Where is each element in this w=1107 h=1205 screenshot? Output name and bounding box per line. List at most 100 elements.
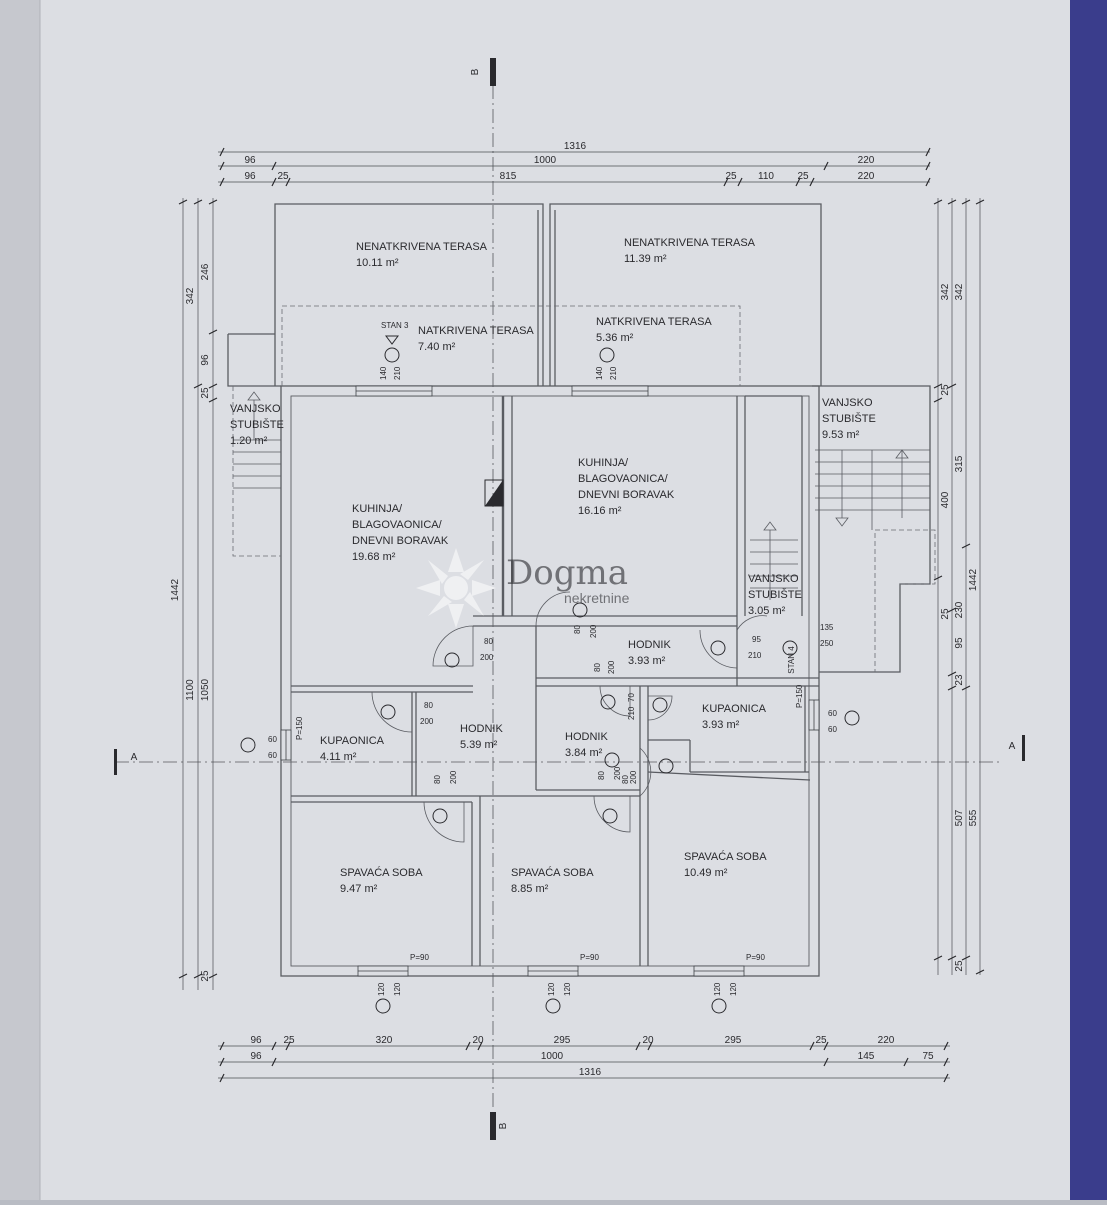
opening-h-10: 200	[420, 717, 434, 726]
opening-h-3: 200	[480, 653, 494, 662]
room-name-living-left-3: DNEVNI BORAVAK	[352, 535, 449, 547]
room-name-living-left-1: KUHINJA/	[352, 503, 403, 515]
apartment-tag-stan4: STAN 4	[787, 646, 796, 674]
opening-w-3: 80	[484, 637, 493, 646]
section-mark-b-bottom: B	[498, 1122, 509, 1129]
opening-h-15: 200	[613, 766, 622, 780]
opening-w-16: 80	[621, 775, 630, 784]
opening-w-11: 70	[627, 693, 636, 702]
dim-right-c2: 230	[954, 601, 965, 618]
opening-w-14: 80	[433, 775, 442, 784]
stan3-marker	[385, 335, 399, 345]
room-name-living-right-2: BLAGOVAONICA/	[578, 473, 669, 485]
stairs	[233, 391, 930, 600]
room-area-stair-left: 1.20 m²	[230, 435, 268, 447]
opening-w-20: 120	[377, 982, 386, 996]
room-name-terrace-open-left: NENATKRIVENA TERASA	[356, 241, 488, 253]
dim-left-a2: 96	[200, 354, 211, 366]
room-area-living-right: 16.16 m²	[578, 505, 622, 517]
opening-h-14: 200	[449, 770, 458, 784]
dim-right-e2: 555	[968, 809, 979, 826]
opening-h-7: 250	[820, 639, 834, 648]
dim-left-c1: 1442	[170, 578, 181, 601]
dim-bot-b2: 1000	[541, 1051, 564, 1062]
section-lines	[115, 85, 1000, 1110]
opening-w-21: 120	[547, 982, 556, 996]
dim-top-c7: 220	[858, 171, 875, 182]
opening-p-12: P=150	[795, 684, 804, 708]
dim-top-c3: 815	[500, 171, 517, 182]
dim-bot-a1: 96	[250, 1035, 262, 1046]
apartment-tag-stan3: STAN 3	[381, 321, 409, 330]
room-name-living-right-1: KUHINJA/	[578, 457, 629, 469]
opening-p-18: P=90	[580, 953, 599, 962]
opening-p-19: P=90	[746, 953, 765, 962]
opening-w-5: 80	[593, 663, 602, 672]
room-name-stair-inner-1: VANJSKO	[748, 573, 799, 585]
room-area-hall-center: 5.39 m²	[460, 739, 498, 751]
dim-top-c5: 110	[758, 171, 774, 182]
room-area-bath-right: 3.93 m²	[702, 719, 740, 731]
dim-top-b3: 220	[858, 155, 875, 166]
room-area-bedroom-right: 10.49 m²	[684, 867, 728, 879]
dimension-ticks	[178, 147, 985, 1083]
room-name-terrace-covered-right: NATKRIVENA TERASA	[596, 316, 712, 328]
watermark-brand: Dogma	[506, 553, 628, 593]
room-name-terrace-covered-left: NATKRIVENA TERASA	[418, 325, 534, 337]
opening-w-4: 80	[573, 625, 582, 634]
dim-bot-total: 1316	[579, 1067, 602, 1078]
opening-h-22: 120	[729, 982, 738, 996]
room-name-bedroom-left: SPAVAĆA SOBA	[340, 866, 423, 879]
room-name-hall-right: HODNIK	[565, 731, 608, 743]
dim-left-d3: 25	[200, 970, 211, 982]
dim-right-d1: 1442	[968, 568, 979, 591]
opening-h-6: 210	[748, 651, 762, 660]
room-name-stair-left-2: STUBIŠTE	[230, 418, 284, 431]
dim-left-a1: 246	[200, 263, 211, 280]
opening-w-10: 80	[424, 701, 433, 710]
dim-left-b1: 342	[185, 287, 196, 304]
opening-h-5: 200	[607, 660, 616, 674]
opening-h-8: 60	[268, 751, 277, 760]
room-area-stair-inner: 3.05 m²	[748, 605, 786, 617]
section-mark-a-right: A	[1009, 741, 1016, 752]
section-mark-a-left: A	[131, 752, 138, 763]
room-area-bedroom-center: 8.85 m²	[511, 883, 549, 895]
room-area-bath-left: 4.11 m²	[320, 751, 357, 763]
room-area-terrace-covered-left: 7.40 m²	[418, 341, 456, 353]
dim-bot-a9: 220	[878, 1035, 895, 1046]
section-mark-b-top: B	[470, 68, 481, 75]
dim-top-c2: 25	[277, 171, 289, 182]
dim-bot-a8: 25	[815, 1035, 827, 1046]
dim-right-a2: 342	[954, 283, 965, 300]
windows	[280, 385, 820, 977]
room-name-hall-center: HODNIK	[460, 723, 503, 735]
opening-h-2: 210	[609, 366, 618, 380]
opening-h-21: 120	[563, 982, 572, 996]
dim-right-a1: 342	[940, 283, 951, 300]
opening-w-22: 120	[713, 982, 722, 996]
room-area-terrace-covered-right: 5.36 m²	[596, 332, 634, 344]
room-area-stair-right: 9.53 m²	[822, 429, 860, 441]
opening-w-2: 140	[595, 366, 604, 380]
dim-top-b1: 96	[244, 155, 256, 166]
dim-right-c1: 25	[940, 608, 951, 620]
dim-bot-b3: 145	[858, 1051, 875, 1062]
dim-top-b2: 1000	[534, 155, 557, 166]
room-area-bedroom-left: 9.47 m²	[340, 883, 378, 895]
room-name-stair-right-2: STUBIŠTE	[822, 412, 876, 425]
dim-left-d2: 1050	[200, 678, 211, 701]
room-name-living-left-2: BLAGOVAONICA/	[352, 519, 443, 531]
dim-right-e1: 507	[954, 809, 965, 826]
dim-bot-b1: 96	[250, 1051, 262, 1062]
dim-right-c3: 95	[954, 637, 965, 649]
dim-bot-a4: 20	[472, 1035, 484, 1046]
opening-h-20: 120	[393, 982, 402, 996]
opening-p-17: P=90	[410, 953, 429, 962]
room-name-stair-left-1: VANJSKO	[230, 403, 281, 415]
room-name-bedroom-center: SPAVAĆA SOBA	[511, 866, 594, 879]
opening-w-8: 60	[268, 735, 277, 744]
room-name-living-right-3: DNEVNI BORAVAK	[578, 489, 675, 501]
dim-top-c6: 25	[797, 171, 809, 182]
